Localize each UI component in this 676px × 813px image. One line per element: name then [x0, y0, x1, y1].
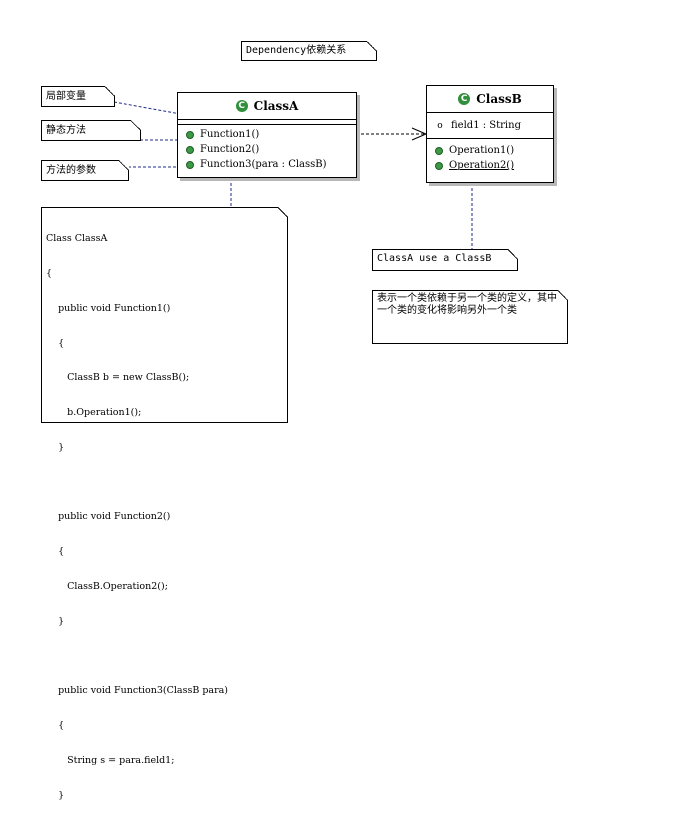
- class-icon: C: [235, 100, 248, 112]
- use-note: ClassA use a ClassB: [372, 249, 518, 271]
- code-line: {: [46, 267, 53, 279]
- code-note: Class ClassA { public void Function1() {…: [41, 207, 288, 801]
- class-a-operations: Function1() Function2() Function3(para :…: [178, 125, 356, 174]
- code-line: String s = para.field1;: [46, 754, 175, 766]
- class-icon: C: [458, 93, 471, 105]
- class-b-attribute[interactable]: o field1 : String: [427, 118, 553, 133]
- code-line: public void Function1(): [46, 302, 171, 314]
- code-line: ClassB b = new ClassB();: [46, 372, 190, 384]
- class-a-attributes: [178, 120, 356, 125]
- code-line: [46, 477, 283, 489]
- class-b-name: ClassB: [476, 92, 522, 106]
- class-b-operation[interactable]: Operation2(): [427, 158, 553, 173]
- code-line: b.Operation1();: [46, 407, 142, 419]
- code-line: public void Function2(): [46, 511, 171, 523]
- code-line: ClassB.Operation2();: [46, 581, 168, 592]
- code-line: public void Function3(ClassB para): [46, 685, 228, 697]
- code-line: [46, 651, 283, 663]
- local-variable-label: 局部变量: [41, 86, 115, 107]
- class-a-header: C ClassA: [178, 93, 356, 120]
- class-b-attributes: o field1 : String: [427, 113, 553, 139]
- class-a-box[interactable]: C ClassA Function1() Function2() Functio…: [177, 92, 357, 178]
- operation-icon: [186, 145, 194, 154]
- operation-icon: [186, 160, 194, 169]
- code-line: }: [46, 441, 65, 453]
- description-note: 表示一个类依赖于另一个类的定义，其中一个类的变化将影响另外一个类: [372, 290, 568, 344]
- title-note: Dependency依赖关系: [241, 41, 377, 61]
- code-line: {: [46, 720, 65, 732]
- class-b-box[interactable]: C ClassB o field1 : String Operation1() …: [426, 85, 554, 183]
- code-line: }: [46, 615, 65, 627]
- class-b-header: C ClassB: [427, 86, 553, 113]
- class-b-operation[interactable]: Operation1(): [427, 143, 553, 158]
- static-method-label: 静态方法: [41, 120, 141, 141]
- operation-icon: [435, 146, 443, 155]
- method-parameter-label: 方法的参数: [41, 160, 129, 181]
- code-line: }: [46, 789, 65, 801]
- class-b-operations: Operation1() Operation2(): [427, 139, 553, 177]
- class-a-operation[interactable]: Function2(): [178, 142, 356, 157]
- operation-icon: [435, 161, 443, 170]
- class-a-operation[interactable]: Function3(para : ClassB): [178, 157, 356, 172]
- code-line: Class ClassA: [46, 233, 108, 245]
- code-line: {: [46, 546, 65, 558]
- code-line: {: [46, 337, 65, 349]
- attribute-icon: o: [437, 120, 443, 131]
- local-variable-connector: [113, 101, 237, 125]
- operation-icon: [186, 130, 194, 139]
- class-a-name: ClassA: [253, 99, 299, 113]
- class-a-operation[interactable]: Function1(): [178, 127, 356, 142]
